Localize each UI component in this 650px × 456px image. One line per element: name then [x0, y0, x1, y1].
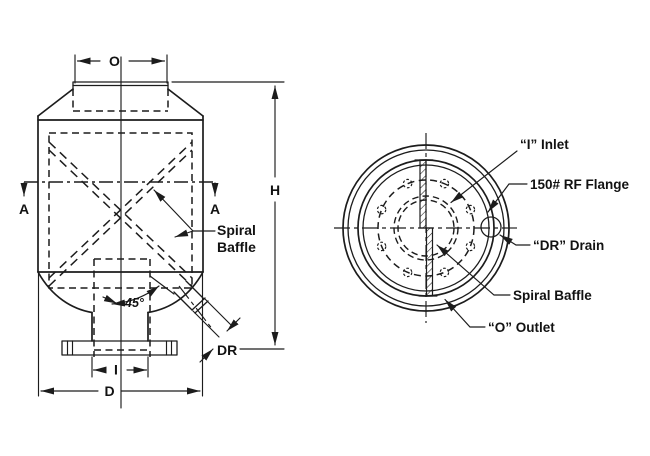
dimension-h: H — [171, 81, 285, 350]
dimension-d: D — [37, 273, 204, 399]
dimension-i: I — [91, 356, 149, 378]
dimension-dr: DR — [192, 298, 241, 363]
vessel-outline — [37, 88, 204, 314]
spiral-baffle-side-label-1: Spiral — [217, 222, 256, 238]
section-label-a-right: A — [210, 201, 220, 217]
dim-o-label: O — [109, 53, 120, 69]
drain-label: “DR” Drain — [533, 238, 604, 253]
section-label-a-left: A — [19, 201, 29, 217]
outlet-label: “O” Outlet — [488, 320, 555, 335]
side-view: O A A Spiral Baffle — [19, 53, 285, 409]
shell-od-circle — [342, 144, 510, 312]
dim-dr-label: DR — [217, 342, 237, 358]
dished-head-right — [147, 271, 204, 314]
plan-callouts: “I” Inlet 150# RF Flange “DR” Drain Spir… — [436, 137, 630, 335]
flange-label: 150# RF Flange — [530, 177, 630, 192]
dim-i-label: I — [114, 362, 118, 378]
dim-d-label: D — [104, 383, 114, 399]
angle-45-label: 45° — [124, 296, 145, 310]
spiral-baffle-side-label-2: Baffle — [217, 239, 256, 255]
drain-nozzle — [173, 280, 214, 331]
inlet-label: “I” Inlet — [520, 137, 569, 152]
top-nozzle-flange — [72, 81, 169, 112]
baffle-hidden-lines — [48, 132, 193, 289]
drain-boss-circle — [480, 216, 502, 238]
spiral-baffle-callout-side: Spiral Baffle — [153, 189, 256, 255]
bottom-flange — [61, 340, 178, 356]
bottom-nozzle-flange — [61, 258, 178, 357]
shell-id-circle — [347, 149, 505, 307]
dimension-o: O — [74, 53, 168, 84]
dim-h-label: H — [270, 182, 280, 198]
section-line-a-a: A A — [19, 181, 220, 217]
top-view: “I” Inlet 150# RF Flange “DR” Drain Spir… — [334, 133, 630, 335]
spiral-baffle-plate — [414, 159, 438, 297]
angle-45-callout: 45° — [102, 275, 175, 310]
dished-head-left — [37, 271, 93, 314]
spiral-baffle-plan-label: Spiral Baffle — [513, 288, 592, 303]
bolt-holes — [376, 178, 476, 278]
